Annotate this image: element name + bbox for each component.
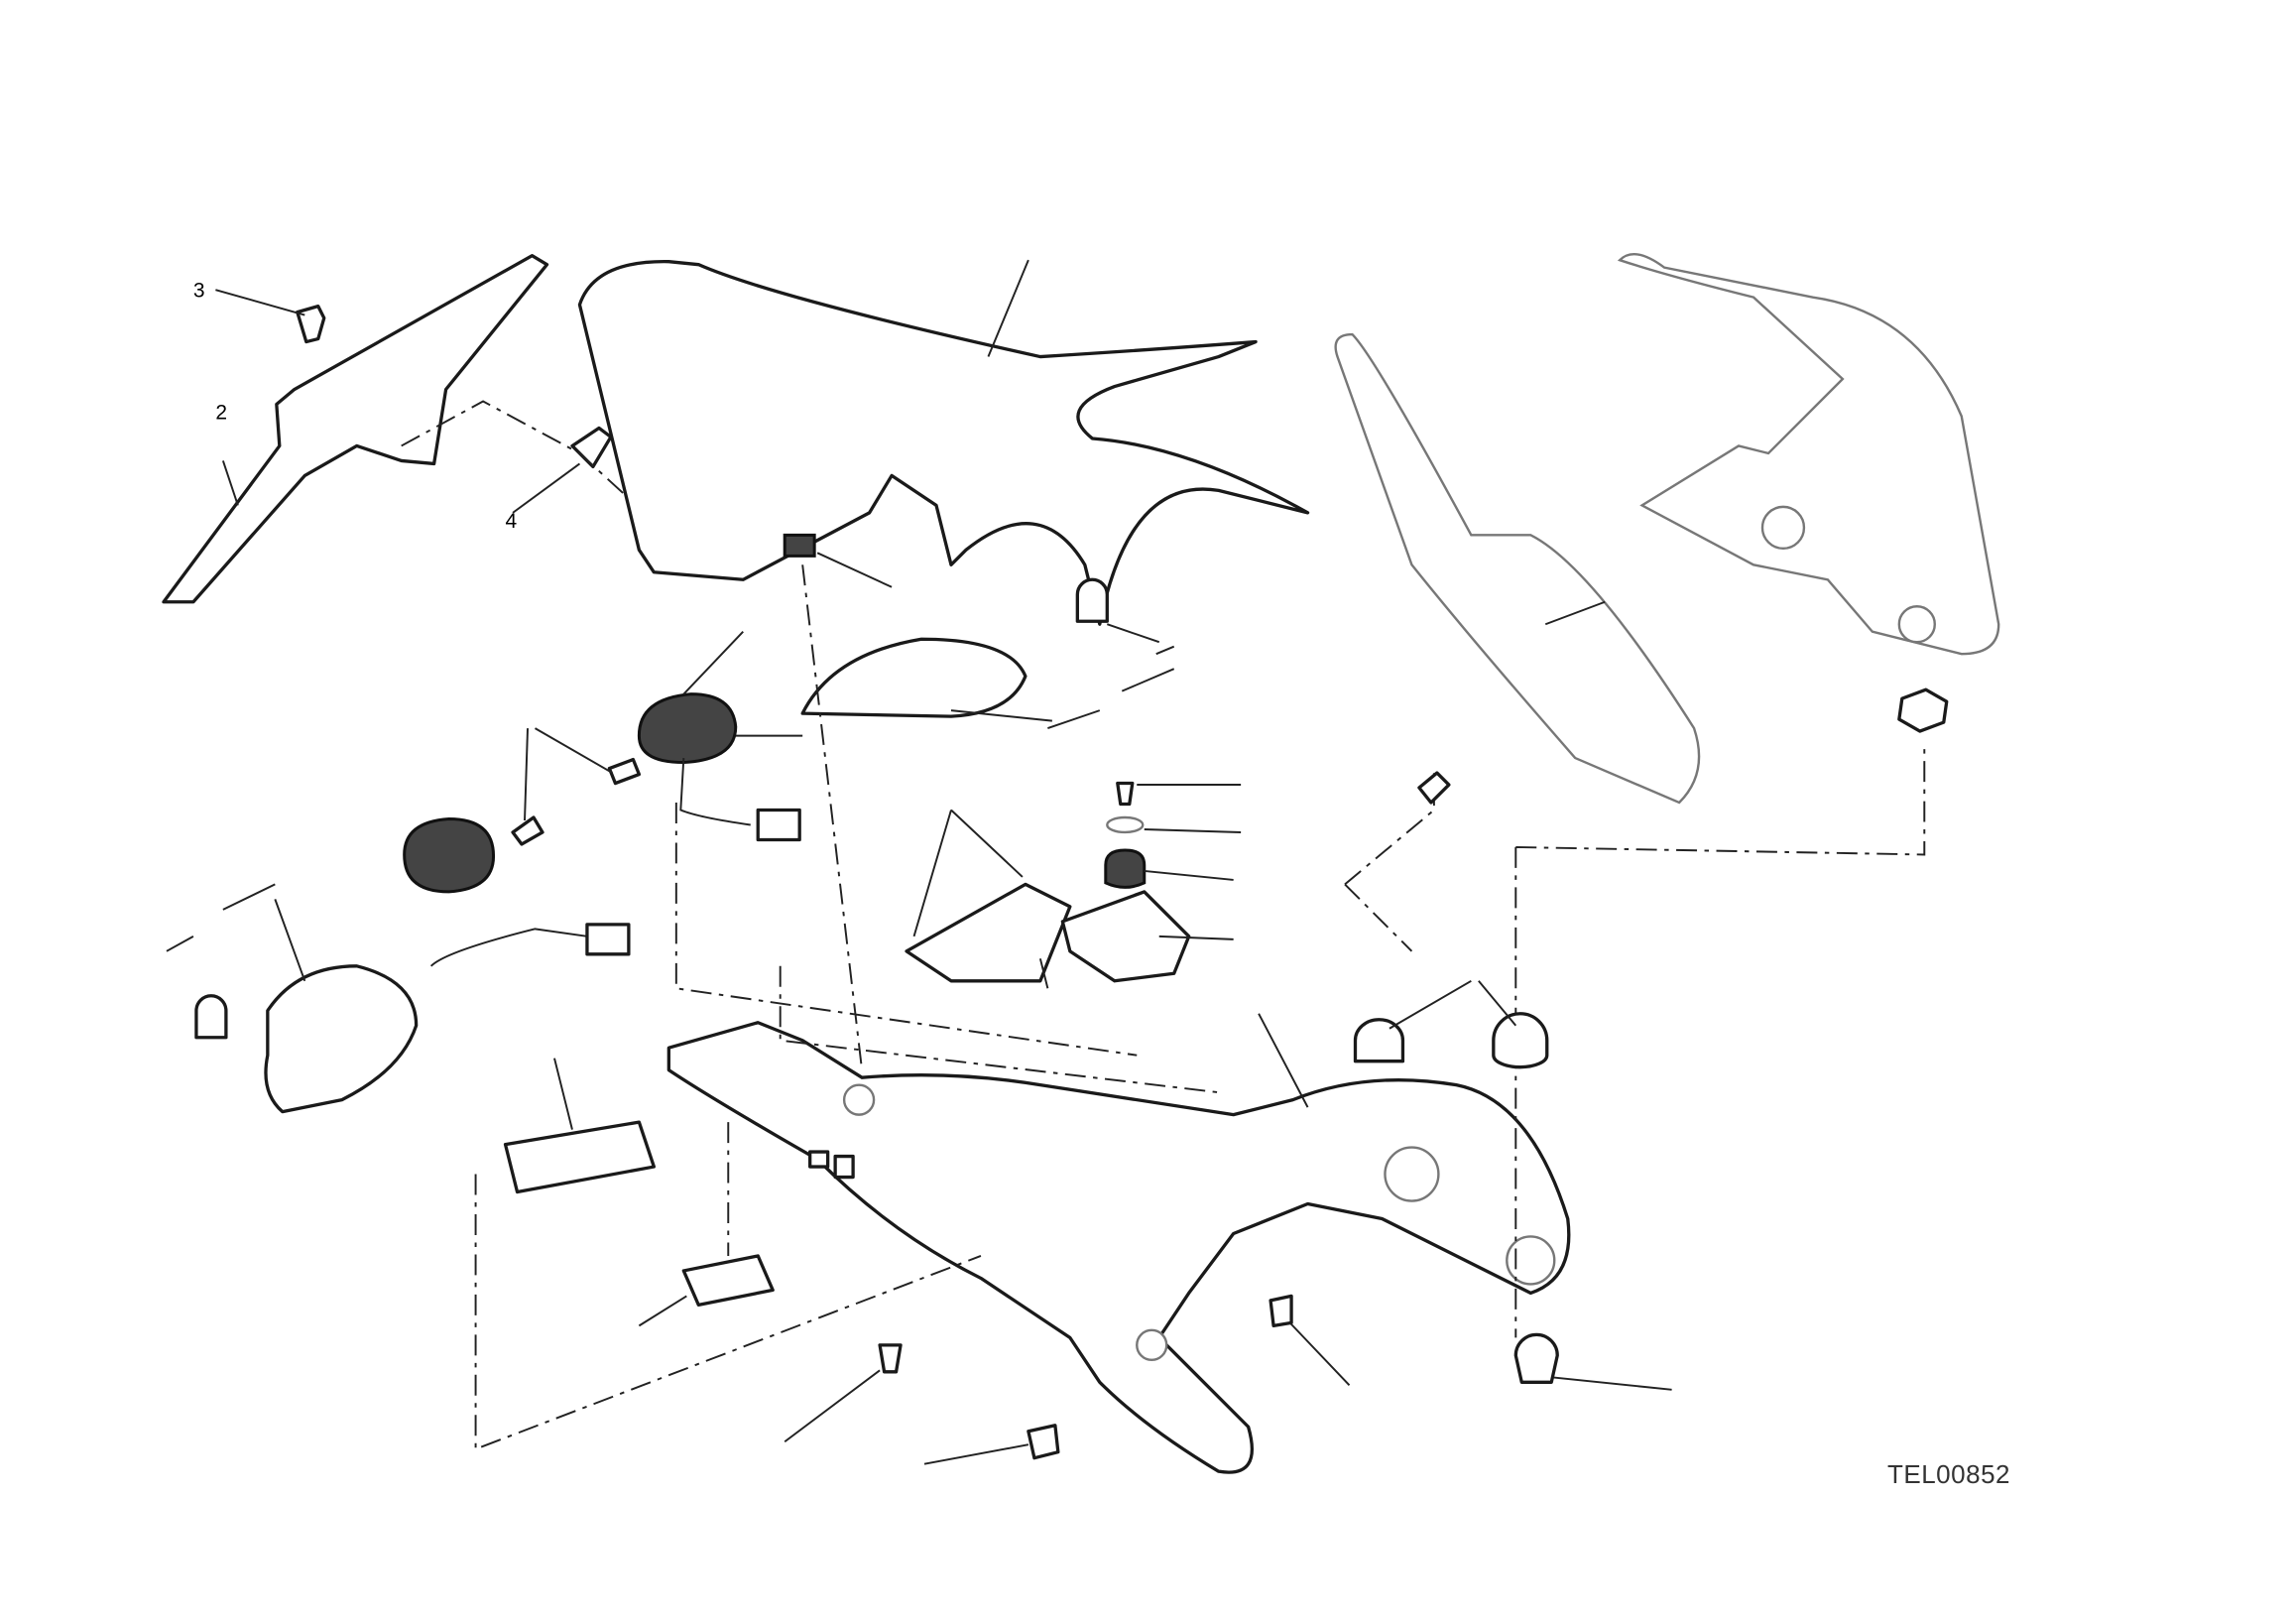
frame-mount-hole — [1136, 1328, 1168, 1362]
bulb-left — [194, 994, 228, 1040]
left-turn-indicator — [264, 964, 419, 1114]
screw — [1269, 1294, 1293, 1328]
frame-mount-hole — [1384, 1146, 1440, 1202]
rubber-mount-left — [403, 816, 496, 894]
side-cover-right — [1617, 253, 2000, 656]
connector-right — [756, 808, 801, 842]
drawing-code: TEL00852 — [1887, 1459, 2010, 1489]
rubber-bush — [1513, 1332, 1559, 1384]
grommet-mid — [1353, 1018, 1405, 1063]
nut — [808, 1150, 830, 1169]
spring-nut — [783, 533, 816, 558]
screw-right — [607, 757, 642, 786]
frame-mount-hole — [1506, 1235, 1556, 1286]
screw-center — [1116, 781, 1135, 807]
license-plate-light — [503, 1120, 657, 1194]
screw — [1027, 1424, 1060, 1460]
callout-3: 3 — [193, 280, 205, 303]
nut — [833, 1154, 855, 1180]
light-cover — [681, 1254, 775, 1308]
screw-left — [511, 815, 544, 846]
plate-holder-bracket — [162, 254, 549, 604]
screw — [878, 1343, 903, 1374]
right-turn-indicator — [800, 637, 1027, 718]
nut-right — [1897, 687, 1949, 733]
side-cover-left — [1334, 332, 1701, 805]
screw-3 — [296, 304, 326, 344]
grommet — [1104, 848, 1147, 889]
frame-mount-hole — [842, 1083, 876, 1116]
mounting-bracket — [905, 882, 1072, 983]
callout-2: 2 — [215, 401, 227, 424]
support-plate — [1060, 890, 1191, 983]
clip-nut — [570, 426, 613, 469]
callout-4: 4 — [506, 510, 518, 533]
connector-left — [585, 923, 631, 956]
rubber-mount-right — [637, 692, 738, 765]
washer — [1106, 815, 1145, 834]
bulb — [1075, 577, 1109, 623]
tail-cover — [577, 260, 1310, 626]
grommet-right — [1492, 1012, 1549, 1069]
stud-bolt — [1417, 771, 1451, 805]
tail-subframe — [666, 1021, 1571, 1474]
